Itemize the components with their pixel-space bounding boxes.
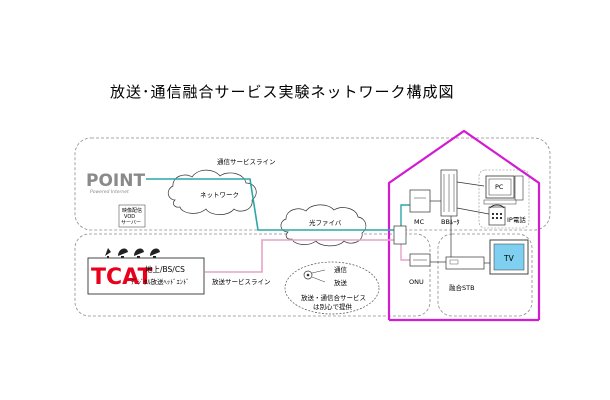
svg-text:は別心で提供: は別心で提供	[313, 302, 353, 311]
svg-text:放送: 放送	[334, 278, 348, 287]
media-converter: MC	[409, 189, 431, 226]
svg-text:放送・通信合サービス: 放送・通信合サービス	[301, 293, 366, 302]
point-logo: POINT Powered Internet	[86, 171, 145, 195]
svg-text:ﾃﾞｼﾞﾀﾙ放送ﾍｯﾄﾞｴﾝﾄﾞ: ﾃﾞｼﾞﾀﾙ放送ﾍｯﾄﾞｴﾝﾄﾞ	[131, 277, 190, 286]
digital-broadcast-headend: TCAT 地上/BS/CS ﾃﾞｼﾞﾀﾙ放送ﾍｯﾄﾞｴﾝﾄﾞ	[87, 257, 205, 295]
svg-text:光ファイバ: 光ファイバ	[309, 218, 342, 227]
pc: PC	[483, 175, 524, 205]
link-router-pc	[456, 181, 485, 187]
svg-text:サーバー: サーバー	[121, 220, 141, 226]
communication-service-line	[146, 178, 395, 231]
home-equipment-region	[437, 233, 533, 317]
splitter-box	[393, 225, 407, 245]
onu: ONU	[409, 253, 431, 286]
svg-text:MC: MC	[414, 218, 425, 226]
communication-line-to-mc	[400, 204, 410, 226]
svg-text:Powered Internet: Powered Internet	[90, 189, 129, 195]
service-note: 通信 放送 放送・通信合サービス は別心で提供	[284, 261, 380, 315]
diagram-title: 放送･通信融合サービス実験ネットワーク構成図	[110, 83, 455, 101]
network-cloud: ネットワーク	[167, 169, 257, 215]
fusion-stb: 融合STB	[445, 256, 485, 292]
bb-router: BBﾙｰﾀ	[440, 169, 460, 226]
satellite-dish-icons	[105, 248, 160, 259]
svg-text:TV: TV	[503, 254, 515, 263]
broadcast-service-line	[205, 239, 395, 273]
broadcast-line-to-onu	[400, 244, 410, 261]
comm-region	[74, 137, 551, 231]
house-outline	[387, 129, 541, 320]
svg-text:BBﾙｰﾀ: BBﾙｰﾀ	[441, 218, 460, 226]
svg-text:ONU: ONU	[409, 278, 424, 286]
link-router-phone	[456, 207, 490, 215]
svg-text:ネットワーク: ネットワーク	[200, 191, 239, 199]
comm-line-label: 通信サービスライン	[217, 157, 276, 166]
broadcast-line-label: 放送サービスライン	[212, 277, 271, 286]
svg-text:融合STB: 融合STB	[449, 283, 475, 292]
vod-server: 映像配信 VOD サーバー	[118, 204, 146, 228]
svg-text:PC: PC	[495, 183, 504, 191]
tcat-logo: TCAT	[91, 265, 152, 290]
tv: TV	[489, 239, 529, 275]
pc-area-frame	[478, 169, 530, 229]
fiber-cloud: 光ファイバ	[280, 204, 367, 247]
svg-text:映像配信: 映像配信	[122, 207, 142, 214]
svg-text:地上/BS/CS: 地上/BS/CS	[145, 264, 185, 274]
svg-text:通信: 通信	[334, 265, 348, 274]
svg-text:IP電話: IP電話	[507, 215, 526, 224]
broadcast-region	[74, 233, 431, 317]
ip-phone: IP電話	[488, 204, 526, 226]
svg-text:VOD: VOD	[124, 214, 135, 220]
svg-text:POINT: POINT	[86, 171, 145, 191]
